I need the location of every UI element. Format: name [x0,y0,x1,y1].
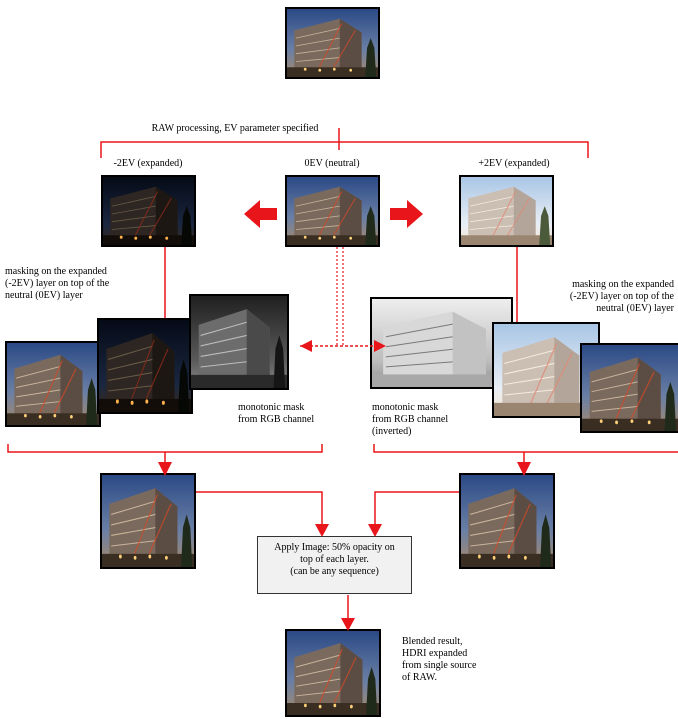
down-arrow-apply-right-icon [368,524,382,537]
right-result-photo [459,473,555,569]
left-result-photo [100,473,196,569]
apply-image-box: Apply Image: 50% opacity on top of each … [257,536,412,594]
right-stack-photo-2 [580,343,678,433]
mask-right-caption: monotonic mask from RGB channel (inverte… [372,402,448,438]
right-big-arrow-icon [390,200,423,228]
minus2ev-photo [101,175,196,247]
left-mask-photo [189,294,289,390]
blended-result-photo [285,629,381,717]
masking-right-caption: masking on the expanded (-2EV) layer on … [570,279,674,315]
masking-right-line-1: masking on the expanded [572,279,674,290]
apply-image-line-1: Apply Image: 50% opacity on [274,542,395,553]
left-small-arrow-icon [300,340,312,352]
plus2ev-photo [459,175,554,247]
arrow-stubs [164,452,525,463]
down-arrow-apply-left-icon [315,524,329,537]
down-arrow-blended-icon [341,618,355,631]
right-mask-photo [370,297,513,389]
apply-image-line-3: (can be any sequence) [290,566,379,577]
source-raw-photo [285,7,380,79]
masking-left-line-2: (-2EV) layer on top of the [5,278,110,289]
blended-line-1: Blended result, [402,636,463,647]
masking-left-line-3: neutral (0EV) layer [5,290,83,301]
left-stack-photo-1 [5,341,101,427]
red-arrow-icons [158,200,531,631]
blended-line-2: HDRI expanded [402,648,468,659]
masking-right-line-3: neutral (0EV) layer [596,303,674,314]
masking-right-line-2: (-2EV) layer on top of the [569,291,674,302]
blended-line-4: of RAW. [402,672,437,683]
left-big-arrow-icon [244,200,277,228]
zero-ev-label: 0EV (neutral) [304,158,360,169]
mask-right-line-2: from RGB channel [372,414,449,425]
apply-image-line-2: top of each layer. [300,554,369,565]
left-stack-photo-2 [97,318,193,414]
mask-left-line-2: from RGB channel [238,414,315,425]
minus2ev-label: -2EV (expanded) [113,158,183,169]
blended-line-3: from single source [402,660,477,671]
blended-caption: Blended result, HDRI expanded from singl… [402,636,476,684]
mask-right-line-1: monotonic mask [372,402,439,413]
raw-processing-label: RAW processing, EV parameter specified [151,123,319,134]
masking-left-caption: masking on the expanded (-2EV) layer on … [5,266,109,302]
down-arrow-right-result-icon [517,462,531,476]
zero-ev-photo [285,175,380,247]
mask-left-line-1: monotonic mask [238,402,305,413]
mask-left-caption: monotonic mask from RGB channel [238,402,314,426]
masking-left-line-1: masking on the expanded [5,266,107,277]
right-small-arrow-icon [374,340,386,352]
mask-right-line-3: (inverted) [372,426,412,437]
plus2ev-label: +2EV (expanded) [478,158,550,169]
down-arrow-left-result-icon [158,462,172,476]
